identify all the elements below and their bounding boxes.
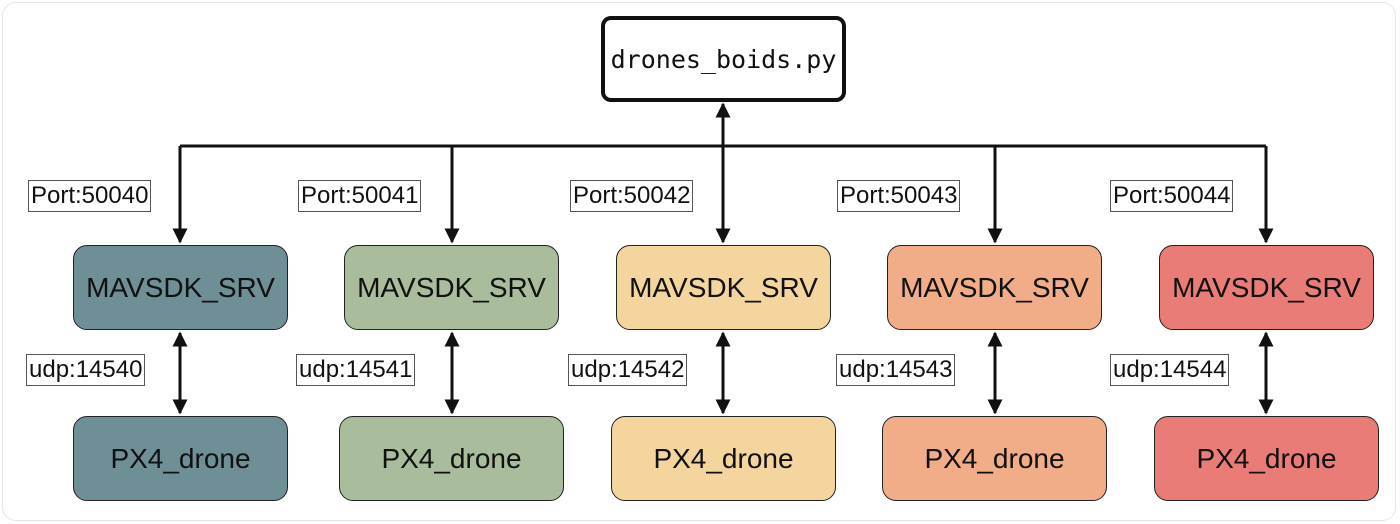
udp-label-5: udp:14544 — [1110, 354, 1230, 386]
px4-drone-label-5: PX4_drone — [1196, 442, 1337, 474]
px4-drone-label-2: PX4_drone — [381, 442, 522, 474]
port-label-4: Port:50043 — [837, 180, 961, 212]
udp-label-4: udp:14543 — [836, 354, 956, 386]
px4-drone-node-2: PX4_drone — [339, 416, 564, 501]
px4-drone-node-1: PX4_drone — [73, 416, 288, 501]
port-label-5: Port:50044 — [1110, 180, 1234, 212]
udp-label-1: udp:14540 — [26, 354, 146, 386]
px4-drone-label-4: PX4_drone — [924, 442, 1065, 474]
port-label-2: Port:50041 — [298, 180, 422, 212]
mavsdk-server-label-3: MAVSDK_SRV — [629, 271, 818, 303]
px4-drone-node-4: PX4_drone — [882, 416, 1107, 501]
script-node-label: drones_boids.py — [610, 44, 837, 74]
drones-boids-script-node: drones_boids.py — [601, 16, 846, 102]
px4-drone-label-3: PX4_drone — [653, 442, 794, 474]
mavsdk-server-label-2: MAVSDK_SRV — [357, 271, 546, 303]
mavsdk-server-label-1: MAVSDK_SRV — [86, 271, 275, 303]
mavsdk-server-node-1: MAVSDK_SRV — [73, 245, 288, 330]
port-label-3: Port:50042 — [570, 180, 694, 212]
udp-label-2: udp:14541 — [296, 354, 416, 386]
mavsdk-server-node-3: MAVSDK_SRV — [616, 245, 831, 330]
mavsdk-server-node-5: MAVSDK_SRV — [1159, 245, 1374, 330]
px4-drone-node-3: PX4_drone — [611, 416, 836, 501]
mavsdk-server-node-2: MAVSDK_SRV — [344, 245, 559, 330]
mavsdk-server-node-4: MAVSDK_SRV — [887, 245, 1102, 330]
px4-drone-label-1: PX4_drone — [110, 442, 251, 474]
mavsdk-server-label-4: MAVSDK_SRV — [900, 271, 1089, 303]
mavsdk-server-label-5: MAVSDK_SRV — [1172, 271, 1361, 303]
port-label-1: Port:50040 — [28, 180, 152, 212]
px4-drone-node-5: PX4_drone — [1154, 416, 1379, 501]
udp-label-3: udp:14542 — [568, 354, 688, 386]
